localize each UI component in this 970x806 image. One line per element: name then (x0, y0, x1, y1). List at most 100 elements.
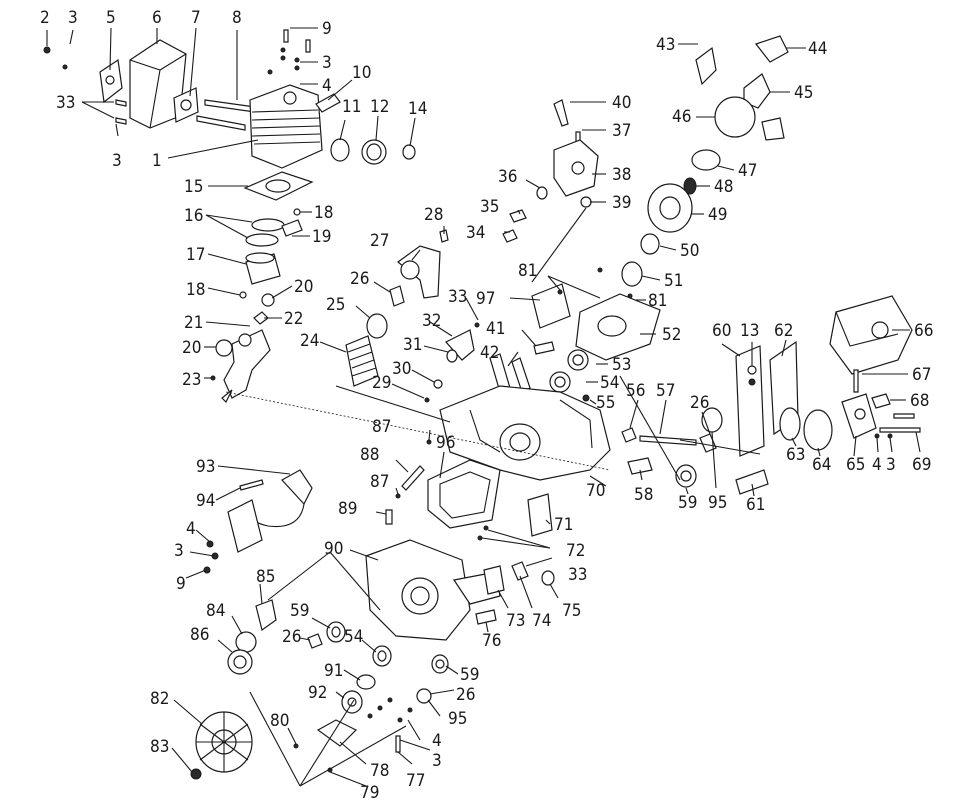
label-65: 65 (846, 455, 865, 475)
label-78: 78 (370, 761, 389, 781)
label-96: 96 (436, 433, 455, 453)
label-40: 40 (612, 93, 631, 113)
label-3: 3 (322, 53, 332, 73)
label-75: 75 (562, 601, 581, 621)
label-52: 52 (662, 325, 681, 345)
label-83: 83 (150, 737, 169, 757)
label-39: 39 (612, 193, 631, 213)
label-67: 67 (912, 365, 931, 385)
label-26: 26 (282, 627, 301, 647)
label-92: 92 (308, 683, 327, 703)
label-42: 42 (480, 343, 499, 363)
label-24: 24 (300, 331, 319, 351)
label-9: 9 (322, 19, 332, 39)
label-51: 51 (664, 271, 683, 291)
label-62: 62 (774, 321, 793, 341)
label-4: 4 (186, 519, 196, 539)
label-63: 63 (786, 445, 805, 465)
label-59: 59 (290, 601, 309, 621)
label-54: 54 (600, 373, 619, 393)
label-46: 46 (672, 107, 691, 127)
label-34: 34 (466, 223, 485, 243)
part-labels: 2 3 5 6 7 8 9 3 4 10 11 12 14 33 3 1 15 … (40, 8, 933, 803)
label-70: 70 (586, 481, 605, 501)
label-36: 36 (498, 167, 517, 187)
label-87: 87 (370, 472, 389, 492)
label-82: 82 (150, 689, 169, 709)
label-95: 95 (448, 709, 467, 729)
part-shapes (43, 29, 921, 780)
label-47: 47 (738, 161, 757, 181)
label-3: 3 (432, 751, 442, 771)
label-27: 27 (370, 231, 389, 251)
label-22: 22 (284, 309, 303, 329)
label-11: 11 (342, 97, 361, 117)
label-32: 32 (422, 311, 441, 331)
label-20: 20 (182, 338, 201, 358)
label-18: 18 (186, 280, 205, 300)
label-17: 17 (186, 245, 205, 265)
label-84: 84 (206, 601, 225, 621)
label-26: 26 (456, 685, 475, 705)
label-81: 81 (518, 261, 537, 281)
label-3: 3 (886, 455, 896, 475)
label-43: 43 (656, 35, 675, 55)
label-33: 33 (568, 565, 587, 585)
label-57: 57 (656, 381, 675, 401)
label-26: 26 (690, 393, 709, 413)
label-89: 89 (338, 499, 357, 519)
label-19: 19 (312, 227, 331, 247)
label-4: 4 (322, 76, 332, 96)
label-3: 3 (68, 8, 78, 28)
label-94: 94 (196, 491, 215, 511)
label-76: 76 (482, 631, 501, 651)
label-90: 90 (324, 539, 343, 559)
label-2: 2 (40, 8, 50, 28)
label-79: 79 (360, 783, 379, 803)
label-48: 48 (714, 177, 733, 197)
label-73: 73 (506, 611, 525, 631)
label-55: 55 (596, 393, 615, 413)
label-80: 80 (270, 711, 289, 731)
label-54: 54 (344, 627, 363, 647)
label-59: 59 (460, 665, 479, 685)
label-37: 37 (612, 121, 631, 141)
leader-lines (46, 27, 921, 787)
label-72: 72 (566, 541, 585, 561)
label-3: 3 (112, 151, 122, 171)
label-31: 31 (403, 335, 422, 355)
label-81: 81 (648, 291, 667, 311)
label-33: 33 (448, 287, 467, 307)
label-21: 21 (184, 313, 203, 333)
label-56: 56 (626, 381, 645, 401)
label-29: 29 (372, 373, 391, 393)
label-58: 58 (634, 485, 653, 505)
label-8: 8 (232, 8, 242, 28)
label-35: 35 (480, 197, 499, 217)
label-15: 15 (184, 177, 203, 197)
label-93: 93 (196, 457, 215, 477)
label-41: 41 (486, 319, 505, 339)
label-3: 3 (174, 541, 184, 561)
label-18: 18 (314, 203, 333, 223)
label-97: 97 (476, 289, 495, 309)
label-28: 28 (424, 205, 443, 225)
label-26: 26 (350, 269, 369, 289)
label-30: 30 (392, 359, 411, 379)
label-50: 50 (680, 241, 699, 261)
label-4: 4 (872, 455, 882, 475)
label-20: 20 (294, 277, 313, 297)
label-38: 38 (612, 165, 631, 185)
label-44: 44 (808, 39, 827, 59)
label-88: 88 (360, 445, 379, 465)
label-71: 71 (554, 515, 573, 535)
label-74: 74 (532, 611, 551, 631)
label-9: 9 (176, 574, 186, 594)
label-16: 16 (184, 206, 203, 226)
label-7: 7 (191, 8, 201, 28)
label-6: 6 (152, 8, 162, 28)
label-68: 68 (910, 391, 929, 411)
label-4: 4 (432, 731, 442, 751)
